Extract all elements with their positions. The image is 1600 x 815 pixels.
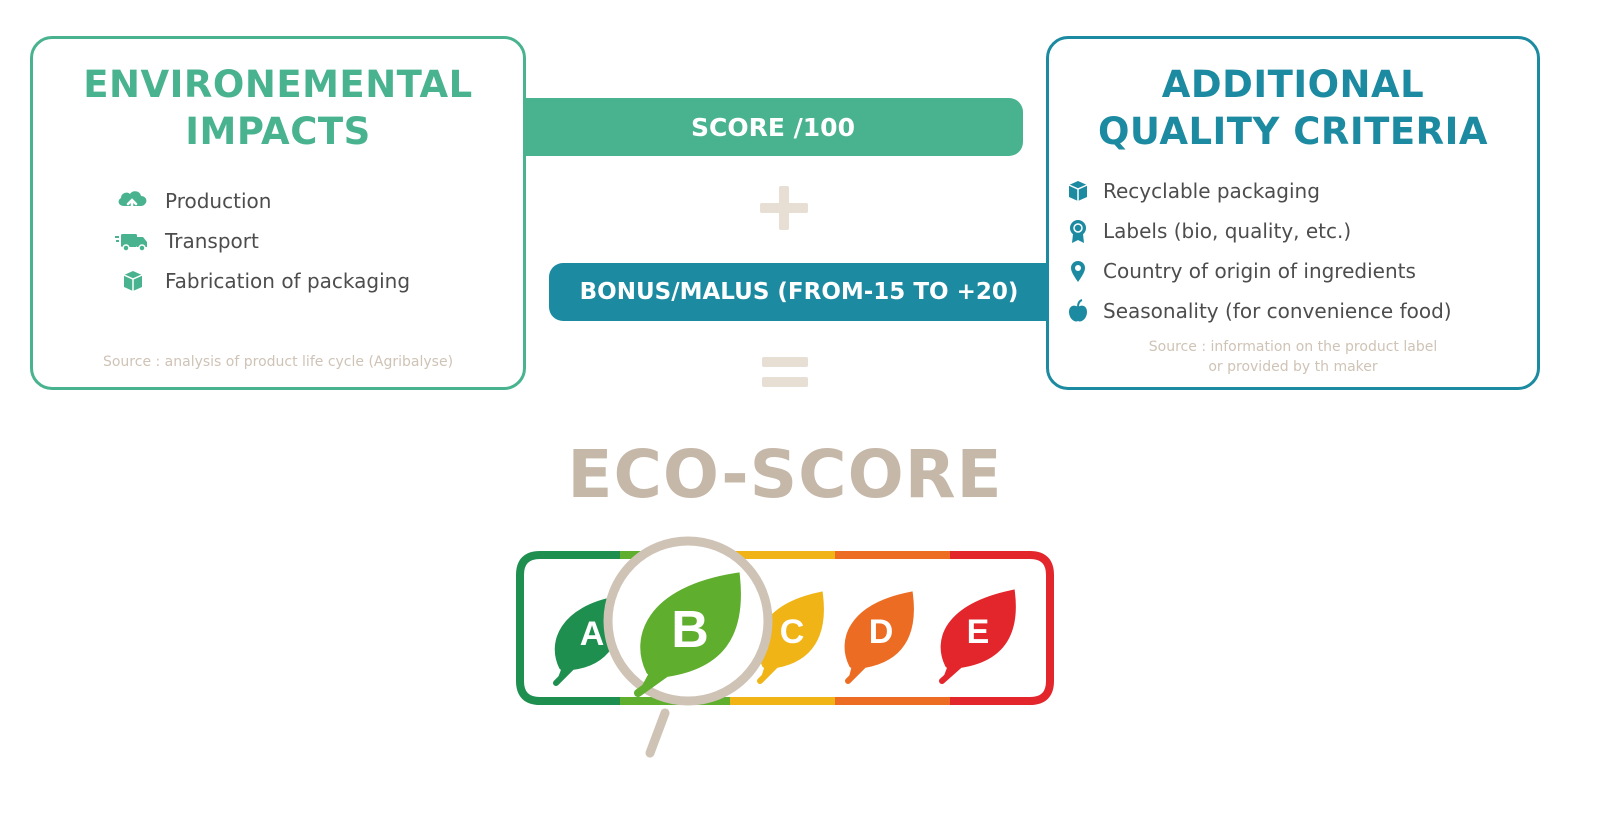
frame-segment-a (516, 551, 620, 705)
grade-c-letter: C (780, 613, 805, 651)
eco-score-title: ECO-SCORE (567, 436, 1003, 513)
grade-b-leaf: B (634, 572, 741, 697)
score-bar: SCORE /100 (523, 98, 1023, 156)
environmental-impacts-card: ENVIRONEMENTAL IMPACTS Production (30, 36, 526, 390)
plus-icon (760, 186, 808, 230)
environmental-impacts-list: Production Transport (115, 181, 410, 301)
equals-icon (762, 357, 808, 387)
list-item: Transport (115, 221, 410, 261)
list-item: Fabrication of packaging (115, 261, 410, 301)
quality-criteria-title: ADDITIONAL QUALITY CRITERIA (1097, 63, 1489, 153)
grade-d-leaf: D (844, 591, 914, 684)
environmental-impacts-title: ENVIRONEMENTAL IMPACTS (83, 63, 473, 153)
list-item: Seasonality (for convenience food) (1065, 291, 1452, 331)
cloud-upload-icon (115, 188, 149, 214)
quality-criteria-card: ADDITIONAL QUALITY CRITERIA Recyclable p… (1046, 36, 1540, 390)
bonus-malus-bar: BONUS/MALUS (FROM-15 TO +20) (549, 263, 1049, 321)
grade-a-letter: A (580, 615, 605, 653)
list-item: Labels (bio, quality, etc.) (1065, 211, 1452, 251)
quality-criteria-list: Recyclable packaging Labels (bio, qualit… (1065, 171, 1452, 331)
list-item: Production (115, 181, 410, 221)
environmental-source: Source : analysis of product life cycle … (102, 354, 454, 370)
frame-segment-e (950, 551, 1054, 705)
quality-source: Source : information on the product labe… (1148, 339, 1438, 375)
truck-icon (115, 228, 149, 254)
list-item: Country of origin of ingredients (1065, 251, 1452, 291)
grade-e-letter: E (967, 613, 990, 651)
box-icon (1065, 178, 1091, 204)
list-item: Recyclable packaging (1065, 171, 1452, 211)
grade-d-letter: D (869, 613, 894, 651)
apple-icon (1065, 298, 1091, 324)
magnifier-handle (645, 708, 670, 758)
box-icon (115, 268, 149, 294)
location-pin-icon (1065, 258, 1091, 284)
rosette-icon (1065, 218, 1091, 244)
grade-c-leaf: C (757, 591, 824, 684)
grade-b-letter: B (671, 601, 709, 659)
grade-e-leaf: E (939, 589, 1016, 684)
eco-score-label: A C D E B (516, 536, 1054, 758)
